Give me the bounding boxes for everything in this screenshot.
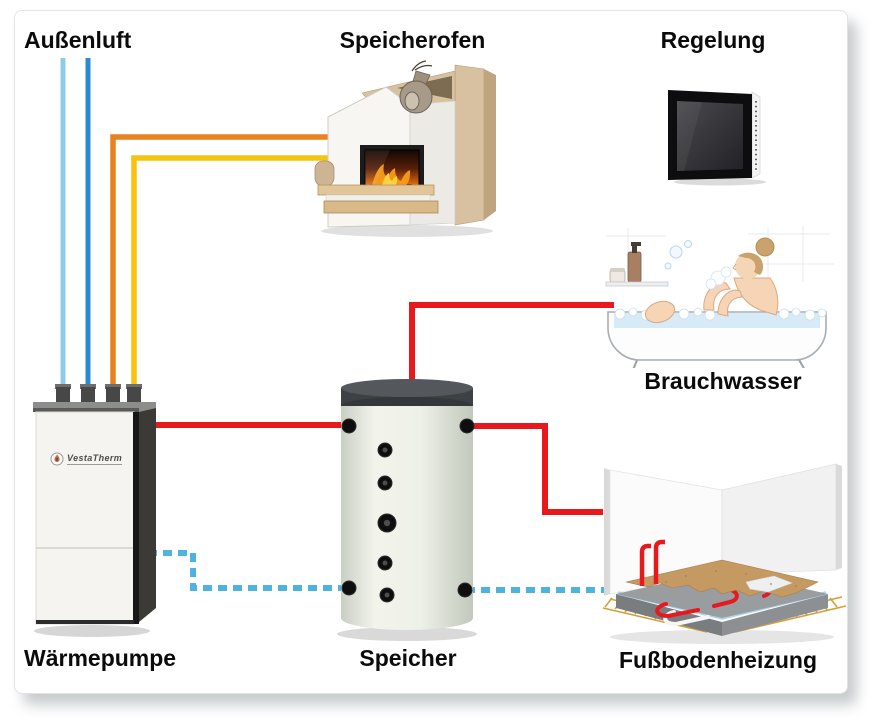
pipe-red-tank-to-bath xyxy=(409,302,614,384)
label-floor-heating: Fußbodenheizung xyxy=(618,647,817,673)
control-panel-illustration xyxy=(668,90,766,186)
label-storage-stove: Speicherofen xyxy=(339,27,486,53)
pipe-red-tank-to-floorheating xyxy=(468,423,603,515)
bubbles xyxy=(664,240,692,270)
bath-shelf xyxy=(605,242,669,287)
stove-bench xyxy=(317,184,439,214)
bath-scene-illustration xyxy=(605,226,834,368)
label-heat-pump: Wärmepumpe xyxy=(24,645,177,671)
heat-pump-side xyxy=(139,408,156,622)
riser-pipes xyxy=(639,539,665,586)
room-walls xyxy=(604,463,842,596)
storage-stove-illustration xyxy=(314,60,496,237)
label-buffer-tank: Speicher xyxy=(359,645,457,671)
heat-pump-logo: VestaTherm xyxy=(50,452,123,466)
buffer-tank-illustration xyxy=(337,379,477,641)
label-outside-air: Außenluft xyxy=(24,27,132,53)
panel-screen xyxy=(677,101,743,171)
tank-ports xyxy=(341,418,475,603)
label-control: Regelung xyxy=(660,27,766,53)
stove-fan xyxy=(399,60,433,114)
pipe-return-heatpump-to-tank-dashed xyxy=(148,550,348,591)
pipe-stove-yellow xyxy=(131,155,328,402)
flame-icon xyxy=(50,452,64,466)
tank-body xyxy=(341,406,473,630)
heat-pump-illustration xyxy=(33,384,156,637)
floor-heating-illustration xyxy=(602,463,847,644)
label-domestic-hot-water: Brauchwasser xyxy=(644,368,802,394)
chipboard-speckles xyxy=(665,570,797,587)
heat-pump-logo-text: VestaTherm xyxy=(67,452,123,465)
heat-pump-pipe-stubs xyxy=(55,384,142,403)
pipe-stove-orange xyxy=(110,134,330,402)
bathing-woman xyxy=(644,237,779,324)
heat-pump-front xyxy=(35,411,135,625)
bathtub xyxy=(607,311,827,368)
